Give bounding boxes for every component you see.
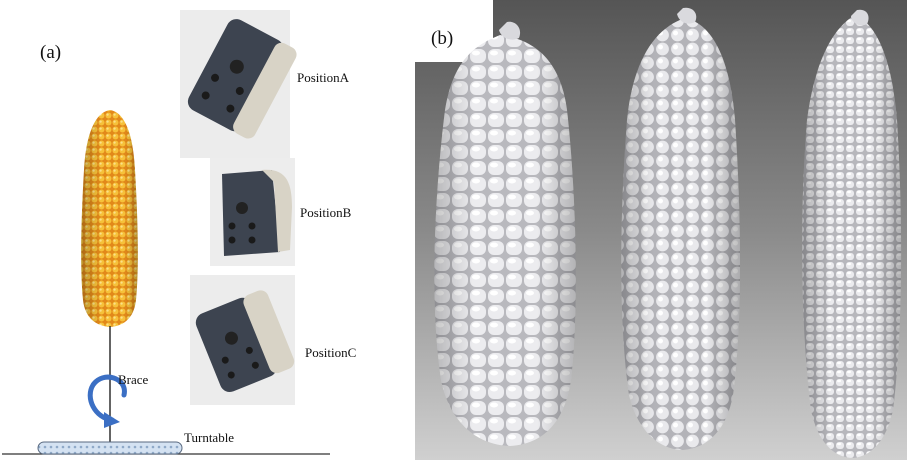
panel-b: (b) <box>415 0 907 460</box>
scanner-position-b <box>210 158 295 266</box>
panel-a: (a) PositionA PositionB PositionC Brace … <box>0 0 415 460</box>
position-b-label: PositionB <box>300 205 351 221</box>
turntable <box>2 442 330 454</box>
scanner-position-a <box>180 10 299 158</box>
panel-label-b: (b) <box>431 28 453 50</box>
turntable-label: Turntable <box>184 430 234 446</box>
panel-label-a: (a) <box>40 42 61 64</box>
scanner-position-c <box>190 275 297 405</box>
panel-b-meshes <box>415 0 907 460</box>
brace-label: Brace <box>118 372 148 388</box>
position-c-label: PositionC <box>305 345 356 361</box>
panel-a-illustration <box>0 0 415 460</box>
position-a-label: PositionA <box>297 70 349 86</box>
corn-ear <box>80 108 140 330</box>
